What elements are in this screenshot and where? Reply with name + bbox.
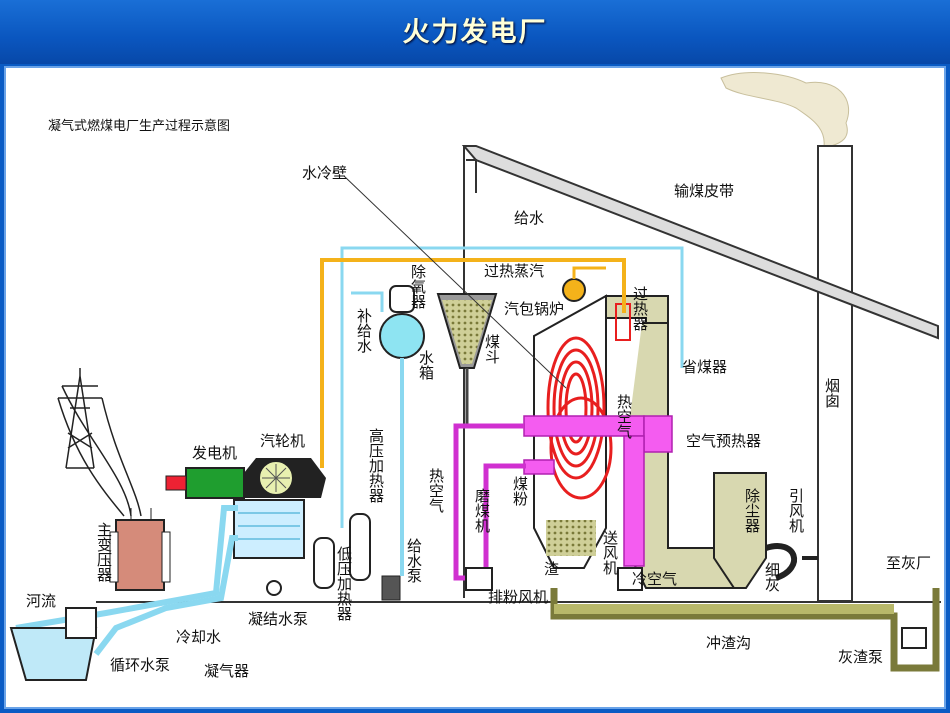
condenser: [233, 499, 305, 559]
label-makeup-water: 补给水: [355, 308, 373, 353]
label-cold-air: 冷空气: [632, 570, 677, 588]
label-superheated-steam: 过热蒸汽: [484, 262, 544, 280]
diagram-panel: 凝气式燃煤电厂生产过程示意图 水冷壁 输煤皮带 给水 过热蒸汽 汽包锅炉 省煤器…: [4, 66, 946, 709]
label-condenser: 凝气器: [204, 662, 249, 680]
main-transformer: [109, 508, 171, 591]
smoke-plume: [720, 72, 850, 147]
transmission-tower: [57, 368, 142, 517]
coal-mill: [465, 567, 493, 591]
steam-drum: [562, 278, 586, 302]
slag-pump: [901, 627, 927, 649]
title-bar: [0, 0, 950, 64]
label-slag-pump: 灰渣泵: [838, 648, 883, 666]
label-fine-ash: 细灰: [763, 562, 781, 592]
label-exhaust-fan: 排粉风机: [488, 588, 548, 606]
label-generator: 发电机: [192, 444, 237, 462]
label-coal-powder: 煤粉: [511, 476, 529, 507]
label-coal-mill: 磨煤机: [473, 488, 491, 534]
generator: [185, 467, 245, 499]
label-lp-heater: 低压加热器: [335, 546, 353, 621]
label-economizer: 省煤器: [682, 358, 727, 376]
circulation-pump: [65, 607, 97, 639]
feed-water-pipe: [340, 246, 684, 528]
water-wall-coils: [546, 336, 613, 500]
label-river: 河流: [26, 592, 56, 610]
label-circ-pump: 循环水泵: [110, 656, 170, 674]
label-hot-air-2: 热空气: [427, 468, 445, 513]
label-main-transformer: 主变压器: [95, 522, 113, 582]
label-chimney: 烟囱: [823, 378, 841, 408]
label-drum-boiler: 汽包锅炉: [504, 300, 564, 318]
chimney: [817, 145, 853, 602]
induced-fan: [765, 543, 798, 581]
label-cooling-water: 冷却水: [176, 628, 221, 646]
label-water-wall: 水冷壁: [302, 164, 347, 182]
label-superheater: 过热器: [631, 286, 649, 331]
label-deaerator: 除氧器: [409, 264, 427, 309]
feed-pump: [381, 575, 401, 601]
label-feed-pump: 给水泵: [405, 538, 423, 583]
hp-heater: [349, 513, 371, 581]
label-feed-water: 给水: [514, 209, 544, 227]
dust-collector: [713, 472, 767, 589]
air-duct: [523, 415, 673, 567]
label-coal-belt: 输煤皮带: [674, 182, 734, 200]
label-air-preheater: 空气预热器: [686, 432, 761, 450]
lp-heater: [313, 537, 335, 589]
steam-pipe: [320, 258, 626, 468]
label-hot-air: 热空气: [615, 394, 633, 439]
label-slag: 渣: [544, 560, 559, 578]
forced-fan: [617, 567, 643, 591]
diagram-caption: 凝气式燃煤电厂生产过程示意图: [48, 118, 230, 134]
label-slag-trench: 冲渣沟: [706, 634, 751, 652]
label-turbine: 汽轮机: [260, 432, 305, 450]
label-coal-bunker: 煤斗: [483, 334, 501, 364]
deaerator: [389, 285, 415, 313]
plant-roof: [461, 145, 939, 340]
page-title: 火力发电厂: [402, 17, 548, 48]
label-to-ash-yard: 至灰厂: [886, 554, 931, 572]
label-water-tank: 水箱: [417, 350, 435, 380]
label-hp-heater: 高压加热器: [367, 428, 385, 503]
label-dust-collector: 除尘器: [743, 488, 761, 533]
label-condensate-pump: 凝结水泵: [248, 610, 308, 628]
label-forced-fan: 送风机: [601, 530, 619, 576]
label-induced-fan: 引风机: [787, 488, 805, 534]
power-plant-diagram: 凝气式燃煤电厂生产过程示意图 水冷壁 输煤皮带 给水 过热蒸汽 汽包锅炉 省煤器…: [9, 72, 941, 681]
